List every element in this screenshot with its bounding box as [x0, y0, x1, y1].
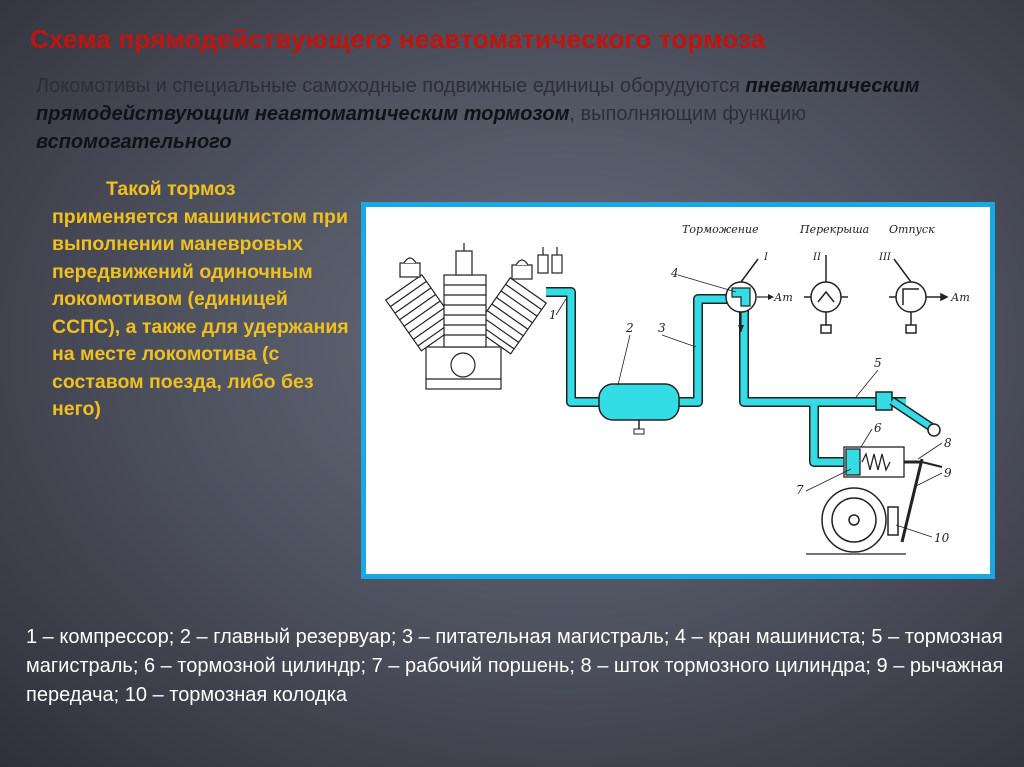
brake-main-valve — [875, 391, 941, 437]
num-2: 2 — [625, 321, 634, 335]
diagram-labels: Торможение Перекрыша Отпуск I II III Ат … — [549, 223, 970, 545]
brake-scheme-diagram: Торможение Перекрыша Отпуск I II III Ат … — [361, 202, 995, 579]
at-label-1: Ат — [773, 291, 793, 304]
intro-text-1: Локомотивы и специальные самоходные подв… — [36, 75, 746, 97]
label-braking: Торможение — [682, 223, 759, 236]
compressor — [384, 243, 563, 390]
num-9: 9 — [944, 466, 952, 480]
roman-1: I — [763, 252, 769, 263]
lever-and-wheel — [806, 458, 943, 555]
roman-2: II — [812, 252, 822, 263]
num-6: 6 — [874, 421, 882, 435]
drivers-valve — [725, 258, 774, 332]
num-3: 3 — [658, 321, 666, 335]
valve-position-2 — [804, 255, 848, 334]
brake-cylinder — [843, 446, 922, 478]
intro-text-2: , выполняющим функцию — [569, 103, 807, 125]
num-10: 10 — [934, 531, 950, 545]
valve-position-3 — [889, 258, 949, 334]
brake-scheme-svg: Торможение Перекрыша Отпуск I II III Ат … — [384, 223, 970, 555]
num-4: 4 — [670, 266, 679, 280]
usage-text: Такой тормоз применяется машинистом при … — [52, 178, 349, 420]
num-8: 8 — [944, 436, 952, 450]
pipes — [546, 287, 906, 467]
num-1: 1 — [549, 308, 557, 322]
at-label-3: Ат — [950, 291, 970, 304]
label-release: Отпуск — [889, 223, 935, 236]
intro-emphasis-1: пневматическим прямодействующим неавтома… — [36, 75, 920, 125]
num-5: 5 — [874, 356, 882, 370]
main-reservoir — [598, 383, 680, 435]
num-7: 7 — [796, 483, 804, 497]
slide-title: Схема прямодействующего неавтоматическог… — [30, 24, 766, 54]
roman-3: III — [878, 252, 892, 263]
label-lap: Перекрыша — [799, 223, 869, 236]
intro-paragraph: Локомотивы и специальные самоходные подв… — [36, 72, 996, 156]
usage-description: Такой тормоз применяется машинистом при … — [52, 176, 352, 424]
legend: 1 – компрессор; 2 – главный резервуар; 3… — [26, 626, 1004, 706]
intro-emphasis-2: вспомогательного — [36, 131, 232, 153]
